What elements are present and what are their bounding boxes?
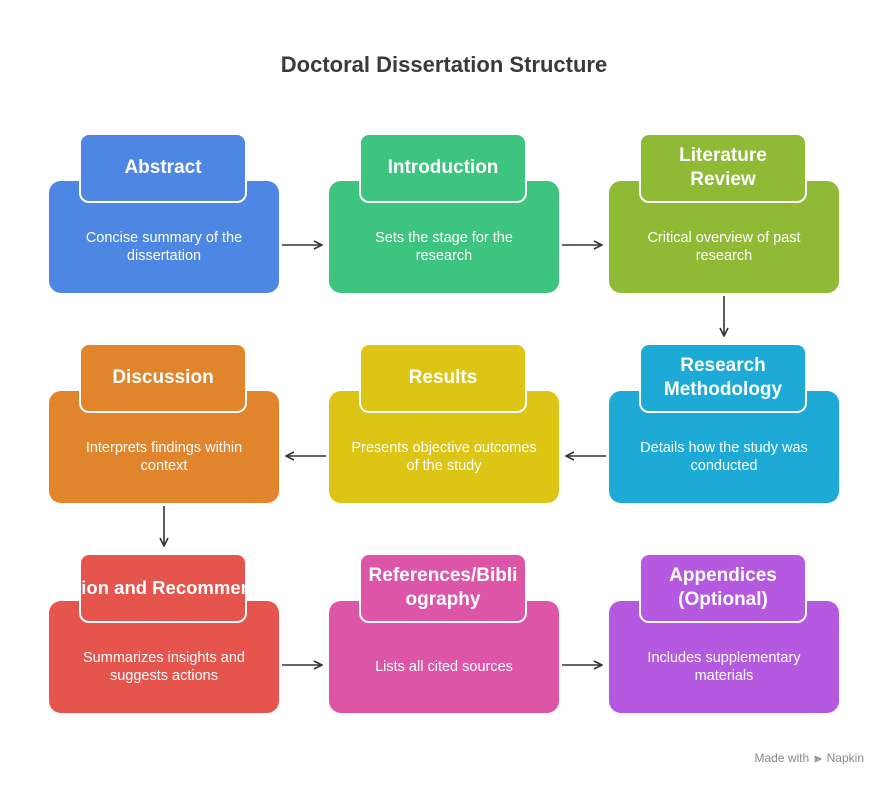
card-description: Lists all cited sources [375, 659, 513, 675]
napkin-watermark: Made with ⪢ Napkin [754, 751, 864, 766]
card-tab: Appendices (Optional) [639, 553, 807, 623]
card-tab: Discussion [79, 343, 247, 413]
card-title: Abstract [124, 157, 202, 178]
card-tab: References/Bibliography [359, 553, 527, 623]
diagram-title: Doctoral Dissertation Structure [280, 52, 608, 77]
card-literature-review: Literature Review Critical overview of p… [609, 133, 839, 293]
card-tab: Literature Review [639, 133, 807, 203]
card-title: Literature Review [679, 145, 767, 190]
card-tab: Conclusion and Recommendations [8, 553, 318, 623]
card-description: Summarizes insights and suggests actions [83, 650, 245, 684]
card-title: Appendices (Optional) [669, 565, 777, 610]
card-abstract: Abstract Concise summary of the disserta… [49, 133, 279, 293]
card-title: Results [408, 367, 478, 388]
card-title: Research Methodology [663, 355, 783, 400]
card-introduction: Introduction Sets the stage for the rese… [329, 133, 559, 293]
card-research-methodology: Research Methodology Details how the stu… [609, 343, 839, 503]
card-tab: Abstract [79, 133, 247, 203]
card-description: Presents objective outcomes of the study [351, 440, 537, 474]
card-discussion: Discussion Interprets findings within co… [49, 343, 279, 503]
card-results: Results Presents objective outcomes of t… [329, 343, 559, 503]
napkin-logo-icon: ⪢ [814, 751, 822, 765]
card-tab: Results [359, 343, 527, 413]
card-description: Critical overview of past research [647, 230, 801, 264]
card-tab: Introduction [359, 133, 527, 203]
card-title: Conclusion and Recommendations [8, 577, 318, 598]
card-conclusion: Conclusion and Recommendations Summarize… [8, 553, 318, 713]
card-tab: Research Methodology [639, 343, 807, 413]
card-description: Includes supplementary materials [647, 650, 801, 684]
card-references: References/Bibliography Lists all cited … [329, 553, 559, 713]
card-description: Interprets findings within context [85, 440, 243, 474]
card-description: Details how the study was conducted [640, 440, 808, 474]
card-appendices: Appendices (Optional) Includes supplemen… [609, 553, 839, 713]
card-title: References/Bibliography [368, 565, 518, 610]
napkin-brand: Napkin [826, 751, 864, 765]
made-with-label: Made with [754, 751, 810, 765]
card-description: Concise summary of the dissertation [85, 230, 243, 264]
card-description: Sets the stage for the research [375, 230, 513, 264]
card-title: Discussion [112, 367, 214, 388]
card-title: Introduction [387, 157, 499, 178]
